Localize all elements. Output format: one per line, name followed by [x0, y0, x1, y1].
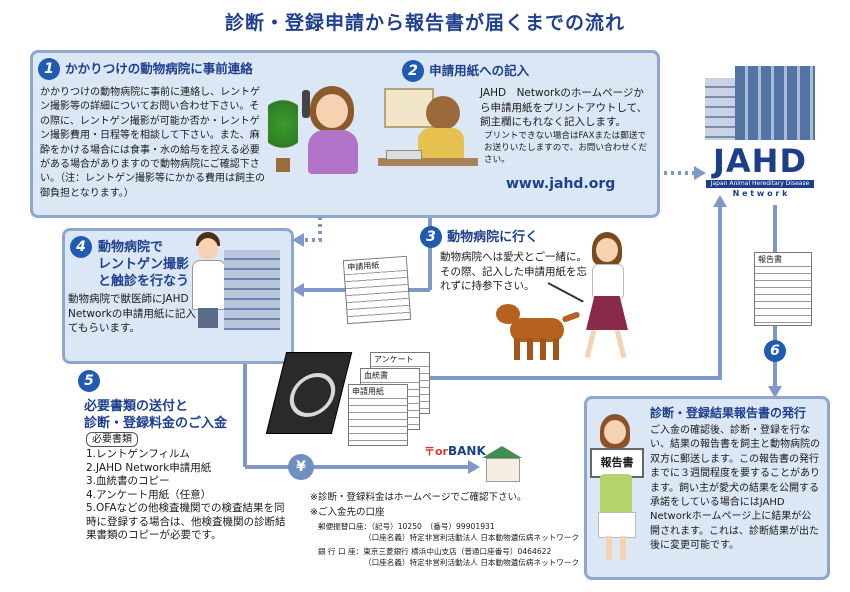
- step2-heading: 2 申請用紙への記入: [402, 60, 529, 82]
- pedigree-label: 血統書: [361, 369, 419, 382]
- step6-heading: 診断・登録結果報告書の発行: [650, 406, 807, 420]
- sign-woman-face: [604, 420, 626, 444]
- page-title: 診断・登録申請から報告書が届くまでの流れ: [224, 12, 625, 34]
- bank-walls: [486, 458, 520, 482]
- step2-number: 2: [402, 60, 424, 82]
- step1-body: かかりつけの動物病院に事前に連絡し、レントゲン撮影等の詳細についてお問い合わせ下…: [40, 87, 265, 199]
- phone-woman-illustration: [268, 62, 380, 174]
- phone-icon: [302, 90, 310, 118]
- bank-text: BANK: [447, 444, 486, 458]
- report-paper: 報告書: [754, 252, 812, 326]
- postal-account: 郵便振替口座：（記号）10250 （番号）99901931: [318, 522, 495, 531]
- application-form-label: 申請用紙: [343, 256, 407, 275]
- required-doc-item: 5.OFAなどの他検査機関での検査結果を同時に登録する場合は、他検査機関の診断結…: [86, 502, 286, 541]
- plant-pot: [276, 158, 290, 172]
- step6-body: ご入金の確認後、診断・登録を行ない、結果の報告書を飼主と動物病院の双方に郵送しま…: [650, 425, 820, 552]
- dog-head: [496, 304, 520, 324]
- yen-coin-icon: ¥: [288, 454, 314, 480]
- step4-body: 動物病院で獣医師にJAHD Networkの申請用紙に記入してもらいます。: [68, 293, 207, 334]
- bank-roof: [482, 446, 522, 458]
- xray-hip-bones: [285, 373, 340, 417]
- step3-title: 動物病院に行く: [447, 230, 539, 245]
- computer-illustration: [378, 84, 478, 176]
- step5-heading-line2: 診断・登録料金のご入金: [84, 416, 228, 431]
- bank-account: 銀 行 口 座：東京三菱銀行 横浜中山支店（普通口座番号）0464622: [318, 547, 552, 556]
- bank-account-name: （口座名義）特定非営利活動法人 日本動物遺伝病ネットワーク: [364, 558, 580, 567]
- dog-tail: [561, 311, 581, 323]
- step4-heading-line3: と触診を行なう: [98, 274, 190, 289]
- report-paper-label: 報告書: [755, 253, 811, 266]
- dotted-arrow-step1-step4: [302, 210, 322, 242]
- step5-number: 5: [78, 370, 100, 392]
- required-doc-item: 1.レントゲンフィルム: [86, 448, 190, 460]
- woman-walking-illustration: [570, 232, 650, 362]
- required-docs-title: 必要書類: [86, 432, 138, 447]
- required-doc-item: 3.血統書のコピー: [86, 475, 170, 487]
- step2-note: プリントできない場合はFAXまたは郵送でお送りいたしますので、お問い合わせくださ…: [484, 131, 647, 165]
- bank-building-icon: [482, 446, 522, 482]
- building-main: [735, 66, 815, 140]
- sign-woman-legs: [606, 536, 626, 560]
- required-docs-list: 1.レントゲンフィルム 2.JAHD Network申請用紙 3.血統書のコピー…: [86, 448, 286, 543]
- step4-heading-line2: レントゲン撮影: [98, 257, 190, 272]
- dog-illustration: [496, 302, 581, 364]
- jahd-logo-subtitle: Japan Animal Hereditary Disease: [706, 180, 814, 188]
- jahd-logo-network: N e t w o r k: [732, 189, 788, 198]
- step6-number: 6: [764, 340, 786, 362]
- vet-doctor-illustration: [188, 232, 228, 328]
- step3-heading: 3 動物病院に行く: [420, 226, 538, 248]
- walker-skirt: [586, 296, 628, 330]
- step4-number: 4: [70, 236, 92, 258]
- woman-body: [308, 130, 358, 174]
- vet-legs: [198, 308, 218, 328]
- step4-heading-line1: 動物病院で: [98, 240, 164, 255]
- desk: [378, 158, 478, 166]
- sign-woman-skirt: [598, 512, 636, 538]
- fee-note: ※診断・登録料金はホームページでご確認下さい。: [310, 492, 527, 503]
- vet-coat: [192, 260, 226, 310]
- bank-label: 〒orBANK: [424, 440, 486, 459]
- keyboard-icon: [386, 150, 422, 160]
- step5-heading-line1: 必要書類の送付と: [84, 399, 189, 414]
- woman-with-sign-illustration: 報告書: [590, 412, 644, 562]
- walker-leg-left: [584, 329, 597, 359]
- application-stack-label: 申請用紙: [349, 385, 407, 398]
- building-left: [705, 78, 735, 140]
- jahd-url-link[interactable]: www.jahd.org: [506, 176, 616, 192]
- step2-body: JAHD Networkのホームページから申請用紙をプリントアウトして、飼主欄に…: [480, 87, 648, 128]
- hospital-building-illustration: [224, 250, 280, 330]
- step3-body: 動物病院へは愛犬とご一緒に。その際、記入した申請用紙を忘れずに持参下さい。: [440, 251, 587, 292]
- sign-woman-body: [600, 474, 632, 514]
- postal-mark-label: 〒or: [424, 445, 448, 458]
- vet-face: [198, 238, 218, 260]
- application-paper-stack: 申請用紙: [348, 384, 408, 446]
- step3-number: 3: [420, 226, 442, 248]
- walker-leg-right: [614, 329, 627, 359]
- step1-title: かかりつけの動物病院に事前連絡: [65, 61, 253, 76]
- application-form-paper: 申請用紙: [342, 255, 412, 325]
- jahd-logo: JAHD: [712, 142, 807, 180]
- plant-leaves: [268, 100, 298, 160]
- step1-heading: 1 かかりつけの動物病院に事前連絡: [38, 58, 253, 80]
- jahd-building-illustration: [705, 66, 815, 140]
- computer-user-hair: [426, 96, 460, 130]
- required-doc-item: 4.アンケート用紙（任意）: [86, 488, 212, 501]
- walker-face: [596, 238, 618, 262]
- survey-label: アンケート: [371, 353, 429, 366]
- step1-number: 1: [38, 58, 60, 80]
- postal-account-name: （口座名義）特定非営利活動法人 日本動物遺伝病ネットワーク: [364, 533, 580, 542]
- dog-legs: [514, 338, 560, 360]
- required-doc-item: 2.JAHD Network申請用紙: [86, 461, 212, 474]
- step2-title: 申請用紙への記入: [429, 63, 530, 78]
- account-title: ※ご入金先の口座: [310, 507, 385, 518]
- report-sign-board: 報告書: [590, 448, 644, 478]
- walker-top: [592, 264, 624, 300]
- woman-face: [316, 94, 348, 128]
- computer-user-body: [418, 128, 464, 160]
